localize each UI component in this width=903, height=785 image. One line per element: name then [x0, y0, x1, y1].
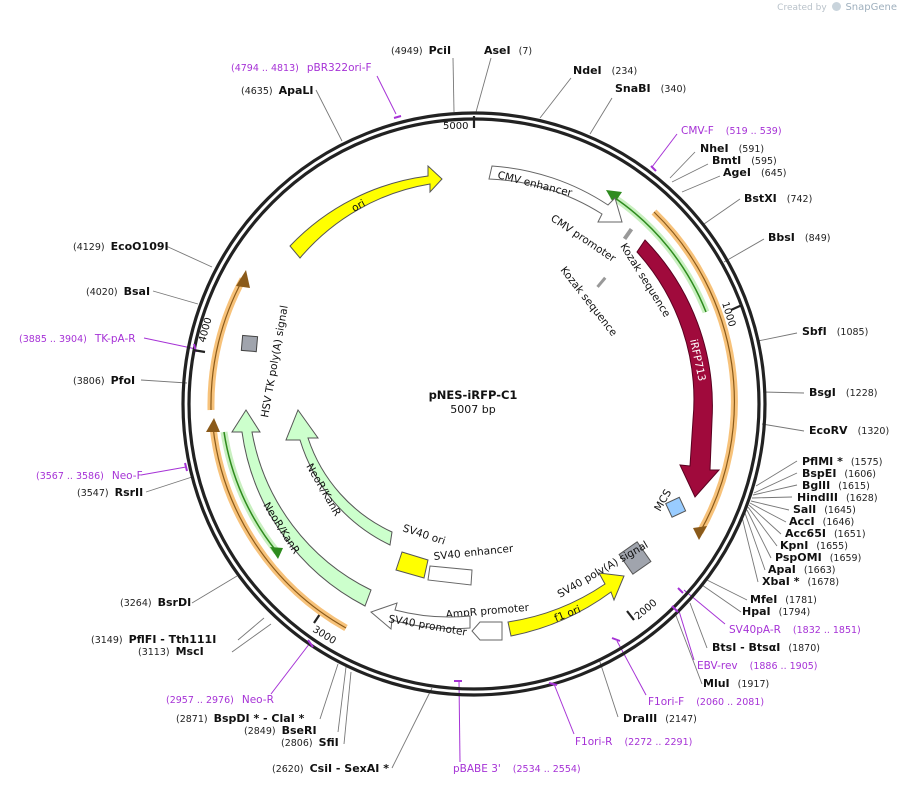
site-nhei: NheI(591): [700, 142, 764, 155]
site-sbfi: SbfI(1085): [802, 325, 868, 338]
feature-sv40-ori-label: SV40 ori: [401, 522, 447, 547]
site-leader-lines: [140, 57, 805, 769]
green-arc-right-head: [606, 190, 622, 204]
site-bspei: BspEI(1606): [802, 467, 876, 480]
green-arc-left-head: [270, 547, 283, 559]
primer-neo-r: (2957 .. 2976)Neo-R: [166, 694, 274, 706]
site-bsrdi: (3264)BsrDI: [120, 596, 191, 609]
watermark-prefix: Created by: [777, 3, 827, 13]
site-pspomi: PspOMI(1659): [775, 551, 861, 564]
primer-leader-lines: [140, 75, 726, 763]
feature-ori-label: ori: [350, 198, 368, 215]
plasmid-length: 5007 bp: [450, 403, 495, 416]
primer-f1ori-f: F1ori-F(2060 .. 2081): [648, 696, 764, 708]
site-rsrii: (3547)RsrII: [77, 486, 143, 499]
feature-sv40-enhancer: [427, 565, 473, 586]
orange-arc-right-core: [653, 211, 735, 533]
site-ecoo109i: (4129)EcoO109I: [73, 240, 169, 253]
watermark-brand: SnapGene: [845, 2, 897, 13]
site-bbsi: BbsI(849): [768, 231, 830, 244]
site-pflfi: (3149)PflFI - Tth111I: [91, 633, 216, 646]
site-apali: (4635)ApaLI: [241, 84, 314, 97]
site-pflmi: PflMI *(1575): [802, 455, 882, 468]
site-apai: ApaI(1663): [768, 563, 836, 576]
plasmid-name: pNES-iRFP-C1: [429, 388, 518, 402]
primer-neo-f: (3567 .. 3586)Neo-F: [36, 470, 143, 482]
site-hindiii: HindIII(1628): [797, 491, 878, 504]
site-asei: AseI(7): [484, 44, 532, 57]
site-msci: (3113)MscI: [138, 645, 204, 658]
site-btsi: BtsI - BtsαI(1870): [712, 641, 820, 654]
feature-mcs: [665, 496, 687, 518]
primer-cmv-f: CMV-F(519 .. 539): [681, 125, 782, 137]
feature-sv40-enhancer-label: SV40 enhancer: [433, 543, 514, 563]
feature-hsv-tk-box: [240, 334, 259, 353]
tick-label-5000: 5000: [443, 121, 468, 132]
orange-arc-left-top-head: [236, 270, 250, 288]
feature-f1-ori-label: f1 ori: [553, 603, 583, 624]
site-bstxi: BstXI(742): [744, 192, 812, 205]
orange-arc-left-bottom-core: [212, 426, 347, 629]
site-csii: (2620)CsiI - SexAI *: [272, 762, 389, 775]
feature-ori: [289, 164, 443, 259]
site-mfei: MfeI(1781): [750, 593, 817, 606]
feature-neokan-inner: [285, 408, 393, 546]
primer-labels: (4794 .. 4813)pBR322ori-F CMV-F(519 .. 5…: [19, 62, 861, 775]
feature-f1-ori: [507, 572, 625, 637]
primer-ebv-rev: EBV-rev(1886 .. 1905): [697, 660, 818, 672]
snapgene-logo-icon: [831, 2, 841, 11]
snapgene-watermark: Created by SnapGene: [777, 2, 897, 13]
green-arc-right-core: [611, 195, 707, 313]
site-sali: SalI(1645): [793, 503, 856, 516]
site-pcii: (4949)PciI: [391, 44, 451, 57]
feature-kozak-label-2: Kozak sequence: [558, 264, 620, 338]
restriction-site-labels: (4949)PciI AseI(7) NdeI(234) SnaBI(340) …: [73, 44, 889, 775]
tick-label-3000: 3000: [310, 624, 337, 647]
site-mlui: MluI(1917): [703, 677, 769, 690]
site-ndei: NdeI(234): [573, 64, 637, 77]
site-agei: AgeI(645): [723, 166, 787, 179]
site-bspdi: (2871)BspDI * - ClaI *: [176, 712, 305, 725]
green-arc-left-core: [223, 431, 278, 553]
feature-kozak-mark: [596, 276, 607, 288]
site-bmti: BmtI(595): [712, 154, 777, 167]
primer-marks: [184, 115, 684, 686]
primer-pbr322ori-f: (4794 .. 4813)pBR322ori-F: [231, 62, 372, 74]
site-bglii: BglII(1615): [802, 479, 870, 492]
primer-sv40pa-r: SV40pA-R(1832 .. 1851): [729, 624, 861, 636]
feature-cmv-promoter-mark: [622, 227, 634, 241]
feature-sv40-ori: [395, 551, 429, 579]
feature-ampr-promoter: [471, 621, 503, 641]
site-snabi: SnaBI(340): [615, 82, 686, 95]
site-pfoi: (3806)PfoI: [73, 374, 135, 387]
site-bsgi: BsgI(1228): [809, 386, 878, 399]
site-draiii: DraIII(2147): [623, 712, 697, 725]
site-acc65i: Acc65I(1651): [785, 527, 866, 540]
tick-label-2000: 2000: [633, 598, 660, 623]
feature-neokan-outer: [231, 409, 372, 607]
site-kpni: KpnI(1655): [780, 539, 848, 552]
primer-f1ori-r: F1ori-R(2272 .. 2291): [575, 736, 692, 748]
site-sfii: (2806)SfiI: [281, 736, 339, 749]
primer-tk-pa-r: (3885 .. 3904)TK-pA-R: [19, 333, 136, 345]
site-bsai: (4020)BsaI: [86, 285, 150, 298]
orange-arc-left-bottom-head: [206, 418, 220, 432]
feature-irfp713: [636, 239, 721, 498]
orange-arc-left-top-core: [210, 278, 244, 411]
site-ecorv: EcoRV(1320): [809, 424, 889, 437]
orange-arc-left-top: [207, 277, 247, 411]
feature-sv40-promoter: [370, 602, 471, 630]
site-bseri: (2849)BseRI: [244, 724, 317, 737]
orange-arc-right-head: [693, 526, 707, 540]
backbone-outer: [181, 111, 767, 697]
feature-sv40-polya-box: [618, 541, 652, 575]
ticks: [192, 116, 743, 624]
feature-hsv-tk-label: HSV TK poly(A) signal: [259, 304, 291, 418]
site-acci: AccI(1646): [789, 515, 854, 528]
primer-pbabe3: pBABE 3'(2534 .. 2554): [453, 763, 581, 775]
site-hpai: HpaI(1794): [742, 605, 810, 618]
site-xbai: XbaI *(1678): [762, 575, 839, 588]
feature-cmv-enhancer: [488, 165, 623, 223]
